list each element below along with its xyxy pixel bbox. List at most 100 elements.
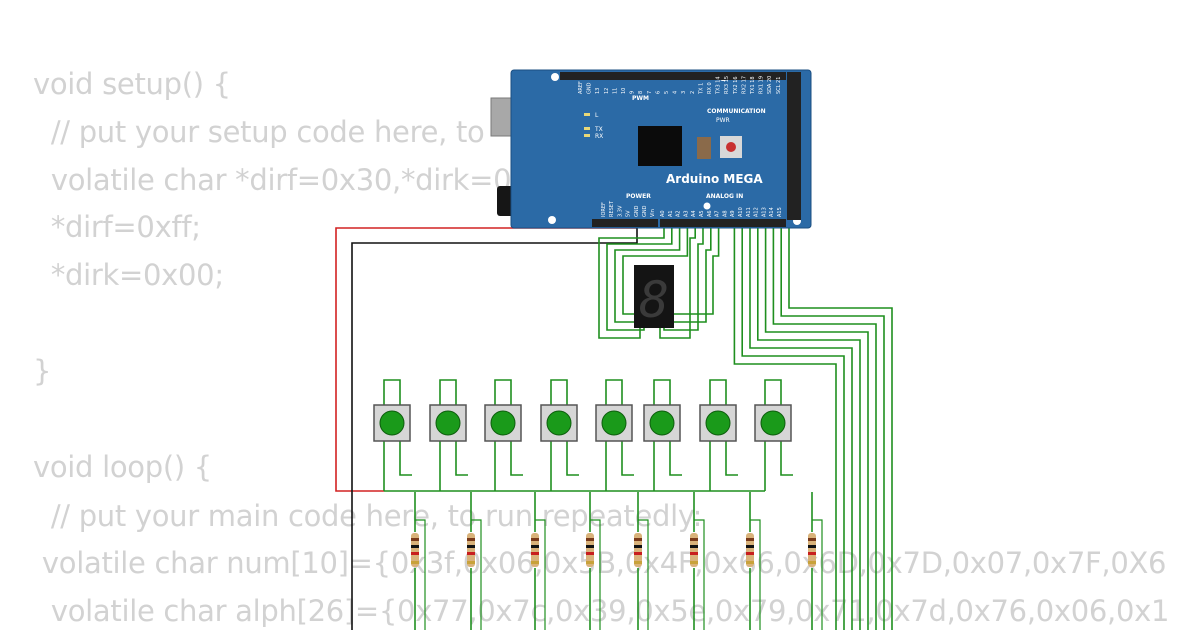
pin-label: RESET — [609, 200, 615, 217]
resistor-band — [746, 561, 754, 564]
pin-label: A0 — [660, 210, 666, 217]
pushbuttons[interactable] — [373, 404, 792, 442]
wire — [638, 519, 649, 630]
wire — [653, 379, 671, 405]
top-header — [560, 72, 786, 80]
wire — [764, 379, 782, 405]
wires — [335, 227, 893, 630]
side-header — [787, 72, 801, 220]
board-name: Arduino MEGA — [666, 172, 763, 186]
resistor-band — [690, 545, 698, 548]
seven-segment-display[interactable]: 8 — [634, 265, 674, 329]
wire — [788, 228, 893, 630]
code-line: volatile char *dirf=0x30,*dirk=0 — [33, 163, 512, 197]
wire — [663, 228, 704, 331]
pin-label: 13 — [595, 88, 601, 94]
pin-label: A8 — [722, 210, 728, 217]
pin-label: TX 1 — [698, 83, 704, 95]
resistor-band — [690, 552, 698, 555]
wire — [510, 441, 523, 476]
pin-label: AREF — [578, 81, 584, 94]
code-line: volatile char alph[26]={0x77,0x7c,0x39,0… — [33, 594, 1170, 628]
pushbutton[interactable] — [540, 404, 578, 442]
pin-label: TX2 16 — [733, 76, 739, 95]
led-tx-label: TX — [594, 126, 603, 133]
reset-button[interactable] — [726, 142, 736, 152]
pin-label: A14 — [769, 207, 775, 217]
wire — [439, 379, 457, 405]
button-cap[interactable] — [435, 410, 461, 436]
resistor-band — [634, 561, 642, 564]
wire — [590, 519, 601, 630]
pin-label: GND — [587, 82, 593, 94]
wire — [750, 519, 761, 630]
analog-header — [660, 219, 786, 227]
resistor-band — [586, 561, 594, 564]
button-cap[interactable] — [490, 410, 516, 436]
pin-label: A2 — [676, 210, 682, 217]
pin-label: TX3 14 — [716, 76, 722, 95]
pin-label: 5V — [626, 210, 632, 217]
pin-label: TX1 18 — [750, 76, 756, 95]
pin-label: Vin — [650, 209, 656, 217]
code-line: *dirf=0xff; — [33, 210, 201, 244]
pushbutton[interactable] — [429, 404, 467, 442]
power-header — [592, 219, 658, 227]
pushbutton[interactable] — [643, 404, 681, 442]
pin-label: GND — [634, 205, 640, 217]
pin-label: RX 0 — [707, 82, 713, 94]
arduino-mega-board[interactable]: L TX RX PWM COMMUNICATION PWR POWER ANAL… — [490, 69, 812, 229]
wire — [659, 228, 697, 339]
pin-label: IOREF — [601, 202, 607, 217]
resistor-band — [531, 545, 539, 548]
resistor-band — [531, 538, 539, 541]
wire — [550, 379, 568, 405]
resistor-band — [586, 545, 594, 548]
pushbutton[interactable] — [595, 404, 633, 442]
wire — [780, 228, 885, 630]
pin-label: A9 — [730, 210, 736, 217]
wire — [455, 441, 468, 476]
pin-label: 8 — [638, 91, 644, 94]
led-rx — [584, 134, 590, 137]
button-cap[interactable] — [760, 410, 786, 436]
resistor-band — [690, 561, 698, 564]
wire — [764, 228, 869, 630]
wire — [598, 228, 665, 339]
display-body — [634, 265, 674, 328]
wire — [335, 227, 637, 492]
button-cap[interactable] — [546, 410, 572, 436]
led-tx — [584, 127, 590, 130]
button-cap[interactable] — [601, 410, 627, 436]
pin-label: SCL 21 — [776, 77, 782, 94]
resistor-band — [690, 538, 698, 541]
resistor-body — [467, 533, 475, 567]
pin-label: A11 — [746, 207, 752, 217]
pushbutton[interactable] — [484, 404, 522, 442]
pin-label: 4 — [673, 91, 679, 94]
code-line: void loop() { — [33, 450, 212, 484]
pushbutton[interactable] — [699, 404, 737, 442]
pwr-label: PWR — [716, 117, 730, 124]
communication-label: COMMUNICATION — [707, 108, 766, 115]
resistor-band — [531, 561, 539, 564]
resistor-band — [634, 552, 642, 555]
analog-in-label: ANALOG IN — [706, 193, 743, 200]
pushbutton[interactable] — [754, 404, 792, 442]
resistor-band — [586, 538, 594, 541]
wire — [709, 379, 727, 405]
pin-label: 9 — [630, 91, 636, 94]
resistor — [586, 533, 594, 567]
button-cap[interactable] — [379, 410, 405, 436]
wire — [535, 519, 546, 630]
pushbutton[interactable] — [373, 404, 411, 442]
button-cap[interactable] — [705, 410, 731, 436]
wire — [772, 228, 877, 630]
pin-label: A5 — [699, 210, 705, 217]
resistor-band — [634, 545, 642, 548]
button-cap[interactable] — [649, 410, 675, 436]
